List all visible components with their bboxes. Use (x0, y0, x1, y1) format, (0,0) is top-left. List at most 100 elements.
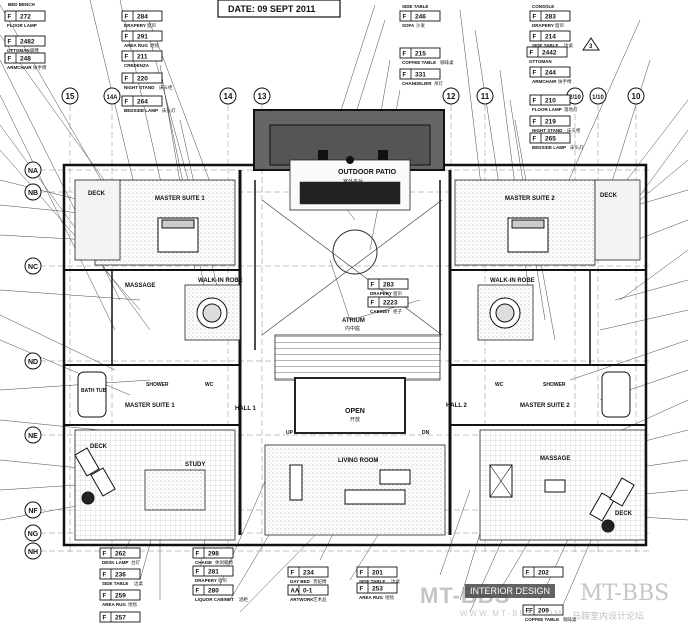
wc-left-label: WC (205, 382, 214, 388)
tag-code: 283 (383, 282, 394, 289)
tag-code: 272 (20, 14, 31, 21)
leader-line (439, 489, 471, 576)
tag-prefix: F (371, 283, 375, 289)
sofa-living (289, 464, 411, 505)
tag-prefix: F (403, 15, 407, 21)
tag-code: 2442 (542, 50, 557, 57)
tag-prefix: F (533, 99, 537, 105)
grid-bubble-col-11: 11 (476, 87, 494, 105)
tag-code: 234 (303, 570, 314, 577)
tag-code: 210 (545, 98, 556, 105)
tag-name: AREA RUG (102, 602, 126, 607)
tag-code: 265 (545, 136, 556, 143)
tag-name-cn: 床头柜 (567, 127, 581, 134)
grid-col-label: 14 (224, 92, 233, 101)
tag-box (192, 547, 234, 559)
bath-tub-label: BATH TUB (81, 388, 107, 394)
tag-name: SIDE TABLE (532, 43, 558, 48)
atrium-label-cn: 内中庭 (345, 325, 360, 332)
tag-name-cn: 床头灯 (570, 144, 584, 151)
massage-bed (489, 464, 566, 498)
tag-prefix: F (125, 100, 129, 106)
tag-code: 214 (545, 34, 556, 41)
tag-prefix: F (8, 40, 12, 46)
tag-code: 236 (115, 572, 126, 579)
tag-prefix: F (526, 571, 530, 577)
tag-name-cn: 地毯 (128, 601, 137, 608)
tag-box (4, 35, 46, 47)
tag-box (529, 115, 571, 127)
tag-code: 283 (545, 14, 556, 21)
robe-ottoman-right (489, 297, 521, 329)
tag-name: CREDENZA (124, 63, 150, 68)
tag-code: 219 (545, 119, 556, 126)
grid-row-label: NG (28, 531, 39, 538)
tag-code: 259 (115, 593, 126, 600)
leader-line (329, 259, 351, 321)
patio-label-cn: 室外平台 (343, 178, 363, 185)
grid-col-label: 13 (258, 92, 267, 101)
tag-name: DRAPERY (532, 23, 554, 28)
grid-bubble-row-NC: NC (24, 257, 42, 275)
atrium-label: ATRIUM (342, 318, 365, 324)
tag-prefix: F (291, 571, 295, 577)
leader-line (0, 94, 116, 331)
tag-prefix: F (360, 587, 364, 593)
tag-name: CHAISE (195, 560, 212, 565)
shower-left-label: SHOWER (146, 382, 169, 388)
tag-box (399, 68, 441, 80)
tag-name-cn: 艺术品 (313, 596, 327, 603)
tag-code: 281 (208, 569, 219, 576)
deck-se-label: DECK (615, 511, 633, 517)
tag-code: 331 (415, 72, 426, 79)
bathtub-right (601, 371, 631, 418)
shower-right-label: SHOWER (543, 382, 566, 388)
tag-name-cn: 窗帘 (393, 290, 402, 297)
grid-row-label: NC (28, 264, 38, 271)
grid-bubble-col-1/10: 1/10 (589, 87, 607, 105)
tag-box (522, 604, 564, 616)
grid-row-label: ND (28, 359, 38, 366)
tag-prefix: F (125, 15, 129, 21)
tag-name: SOFA (402, 23, 415, 28)
tag-name: LIQUOR CABINET (195, 597, 234, 602)
tag-name-cn: 扶手椅 (33, 64, 47, 71)
bed-right (507, 217, 549, 253)
tag-name-cn: 沙发 (416, 22, 425, 29)
leader-line (0, 314, 116, 371)
tag-prefix: F (103, 552, 107, 558)
tag-name-cn: 扶手椅 (558, 78, 572, 85)
hall1-label: HALL 1 (235, 406, 257, 412)
grid-bubble-row-NA: NA (24, 161, 42, 179)
tag-name-cn: 落地灯 (564, 106, 578, 113)
revision-mark: 3 (582, 37, 600, 51)
leader-line (0, 149, 141, 311)
tag-prefix: F (125, 35, 129, 41)
master-suite-1b-label: MASTER SUITE 1 (125, 403, 175, 409)
grid-bubble-row-ND: ND (24, 352, 42, 370)
date-title: DATE: 09 SEPT 2011 (228, 4, 315, 14)
grid-row-label: NF (28, 508, 38, 515)
grid-row-label: NE (28, 433, 38, 440)
massage-right-label: MASSAGE (540, 456, 570, 462)
tag-box (356, 566, 398, 578)
tag-box (356, 582, 398, 594)
grid-bubble-col-14A: 14A (103, 87, 121, 105)
grid-row-label: NH (28, 549, 38, 556)
master-suite-2-label: MASTER SUITE 2 (505, 196, 555, 202)
tag-name: FLOOR LAMP (532, 107, 562, 112)
tag-name-cn: 柜子 (393, 308, 402, 315)
